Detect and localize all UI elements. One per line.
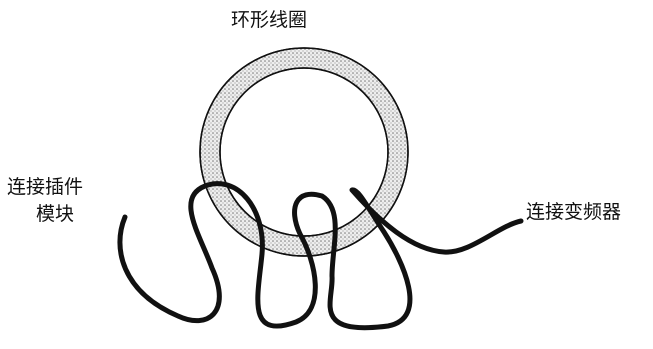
plugin-module-label-line2: 模块 (36, 203, 75, 225)
cable (117, 181, 524, 331)
vfd-label: 连接变频器 (526, 201, 622, 223)
plugin-module-label: 连接插件 模块 (7, 174, 83, 228)
toroidal-coil-label: 环形线圈 (231, 9, 308, 31)
plugin-module-label-line1: 连接插件 (7, 176, 84, 198)
coil-inner-edge (219, 67, 389, 237)
coil-outer-edge (199, 47, 409, 257)
